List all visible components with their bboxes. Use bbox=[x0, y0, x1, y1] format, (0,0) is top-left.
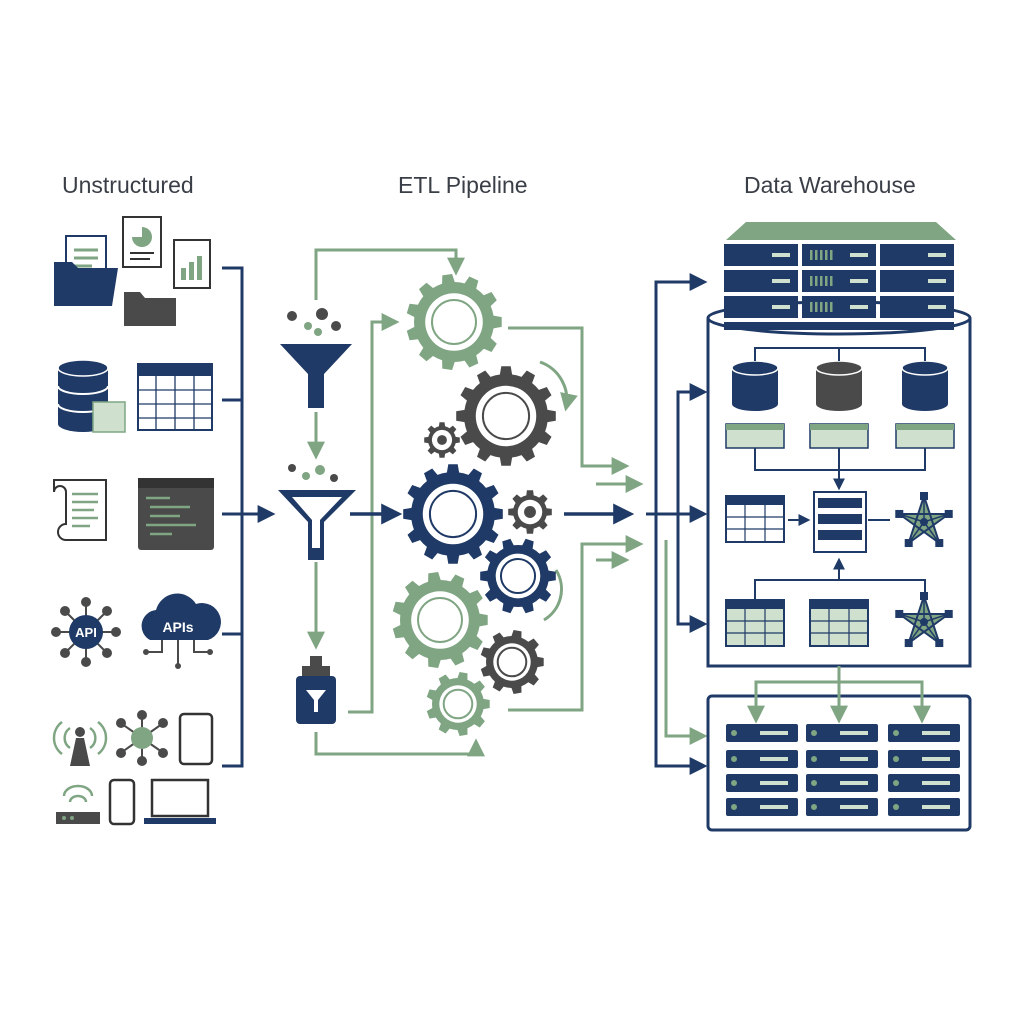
antenna-icon bbox=[52, 721, 108, 766]
table-icon bbox=[725, 599, 785, 647]
server-unit bbox=[724, 296, 798, 318]
sources-column: API APIs bbox=[51, 216, 276, 826]
fact-table-icon bbox=[813, 491, 867, 553]
gear-icon bbox=[480, 538, 556, 614]
server-unit bbox=[802, 244, 876, 266]
router-icon bbox=[56, 784, 100, 824]
server-unit bbox=[802, 270, 876, 292]
database-icon bbox=[731, 360, 779, 411]
gear-icon bbox=[406, 274, 502, 370]
tablet-icon bbox=[178, 712, 214, 766]
pipeline-green-flows bbox=[307, 248, 644, 757]
iot-network-icon bbox=[116, 710, 168, 766]
table-icon bbox=[725, 495, 785, 543]
pipeline-heading: ETL Pipeline bbox=[398, 172, 528, 198]
database-icon bbox=[815, 360, 863, 411]
server-unit bbox=[802, 296, 876, 318]
gear-cluster bbox=[392, 274, 556, 736]
api-hub-label: API bbox=[75, 625, 97, 640]
api-cloud-icon: APIs bbox=[141, 593, 221, 669]
warehouse-heading: Data Warehouse bbox=[744, 172, 916, 198]
pie-chart-doc-icon bbox=[122, 216, 162, 268]
server-unit bbox=[724, 244, 798, 266]
laptop-icon bbox=[144, 778, 216, 824]
gear-icon bbox=[426, 672, 490, 736]
database-icon bbox=[901, 360, 949, 411]
warehouse-column bbox=[646, 222, 972, 832]
filter-container-icon bbox=[296, 656, 336, 724]
gear-icon bbox=[403, 464, 503, 564]
server-storage-box bbox=[706, 666, 972, 832]
spreadsheet-icon bbox=[137, 363, 213, 431]
mini-database-icons bbox=[731, 347, 949, 411]
gear-icon bbox=[508, 490, 552, 534]
funnel-icon bbox=[280, 308, 352, 408]
mini-sheet-icons bbox=[725, 423, 955, 491]
bar-chart-doc-icon bbox=[173, 239, 211, 289]
scroll-log-icon bbox=[53, 479, 107, 541]
phone-icon bbox=[108, 778, 136, 826]
server-rack-icon bbox=[726, 724, 960, 816]
api-hub-icon: API bbox=[51, 597, 121, 667]
document-folder-icon bbox=[54, 235, 118, 306]
code-window-icon bbox=[138, 478, 214, 550]
star-schema-icon bbox=[895, 592, 953, 648]
source-connectors bbox=[222, 266, 276, 768]
table-icon bbox=[809, 599, 869, 647]
warehouse-inbound-arrows bbox=[646, 273, 708, 775]
folder-icon bbox=[124, 292, 176, 326]
pipeline-column bbox=[278, 248, 644, 757]
gear-icon bbox=[480, 630, 544, 694]
server-unit bbox=[880, 270, 954, 292]
gear-icon bbox=[392, 572, 488, 668]
database-icon bbox=[57, 359, 126, 433]
gear-icon bbox=[456, 366, 556, 466]
gear-icon bbox=[424, 422, 460, 458]
api-cloud-label: APIs bbox=[162, 619, 193, 635]
server-unit bbox=[880, 296, 954, 318]
server-rack-icon bbox=[724, 222, 956, 330]
sources-heading: Unstructured bbox=[62, 172, 194, 198]
server-unit bbox=[880, 244, 954, 266]
star-schema-icon bbox=[895, 492, 953, 548]
funnel-filter-icon bbox=[278, 464, 356, 560]
server-unit bbox=[724, 270, 798, 292]
